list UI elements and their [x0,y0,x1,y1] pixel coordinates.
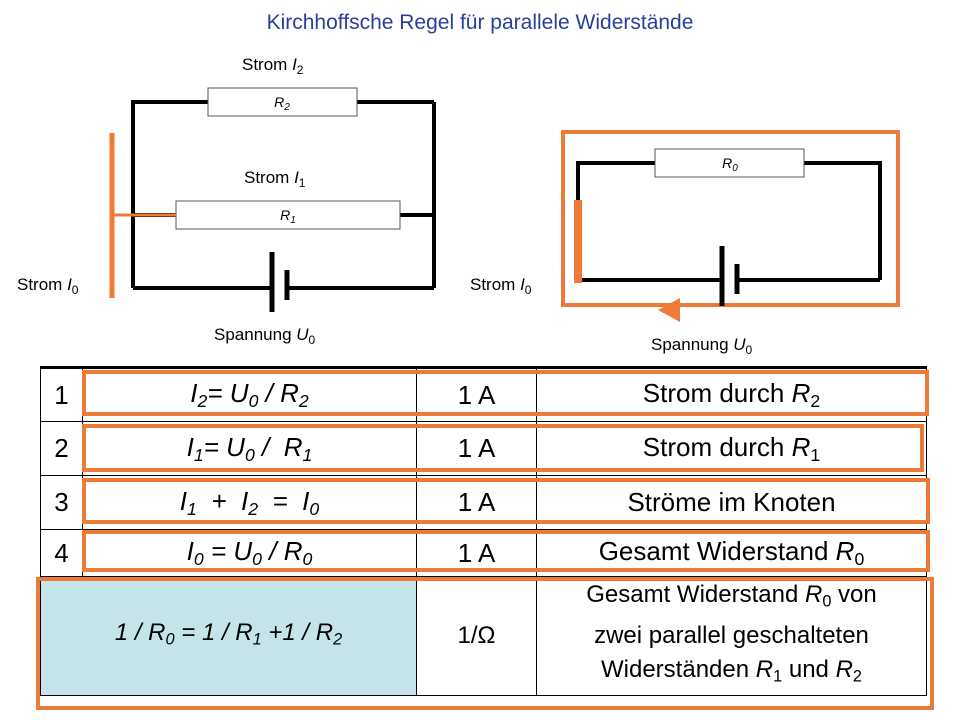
table-row: 3 I1 + I2 = I0 1 A Ströme im Knoten [40,475,927,530]
label-spannung-u0-left: Spannung U0 [214,325,316,347]
row-description: Strom durch R1 [536,421,927,476]
row-formula: I2= U0 / R2 [82,367,417,422]
row-value: 1 A [416,475,537,530]
label-strom-i2: Strom I2 [242,55,304,77]
right-circuit: R0 Strom I0 Spannung U0 [470,130,900,357]
row-number: 4 [40,529,83,577]
row-value: 1 A [416,529,537,577]
right-circuit-highlight [561,130,900,307]
row-number: 1 [40,367,83,422]
label-strom-i0-left: Strom I0 [17,275,79,297]
label-strom-i0-right: Strom I0 [470,275,532,297]
circuit-diagrams: Kirchhoffsche Regel für parallele Widers… [17,11,900,357]
row-value: 1 A [416,421,537,476]
summary-formula: 1 / R0 = 1 / R1 +1 / R2 [40,576,417,696]
table-row: 1 I2= U0 / R2 1 A Strom durch R2 [40,367,927,422]
row-number: 2 [40,421,83,476]
formula-table: 1 I2= U0 / R2 1 A Strom durch R2 2 I1= U… [40,366,927,696]
label-strom-i1: Strom I1 [244,168,306,190]
row-formula: I1= U0 / R1 [82,421,417,476]
resistor-r0 [654,148,805,178]
row-value: 1 A [416,367,537,422]
summary-unit: 1/Ω [416,576,537,696]
row-formula: I0 = U0 / R0 [82,529,417,577]
label-spannung-u0-right: Spannung U0 [651,335,753,357]
row-description: Strom durch R2 [536,367,927,422]
summary-row: 1 / R0 = 1 / R1 +1 / R2 1/Ω Gesamt Wider… [40,576,927,696]
table-row: 4 I0 = U0 / R0 1 A Gesamt Widerstand R0 [40,529,927,577]
row-number: 3 [40,475,83,530]
resistor-r2 [207,87,358,117]
page-title: Kirchhoffsche Regel für parallele Widers… [267,11,694,34]
row-description: Gesamt Widerstand R0 [536,529,927,577]
table-row: 2 I1= U0 / R1 1 A Strom durch R1 [40,421,927,476]
row-formula: I1 + I2 = I0 [82,475,417,530]
arrow-left-icon [658,298,680,322]
row-description: Ströme im Knoten [536,475,927,530]
left-circuit: R2 R1 Strom I2 Strom I1 Strom I0 Spannun… [17,55,436,347]
